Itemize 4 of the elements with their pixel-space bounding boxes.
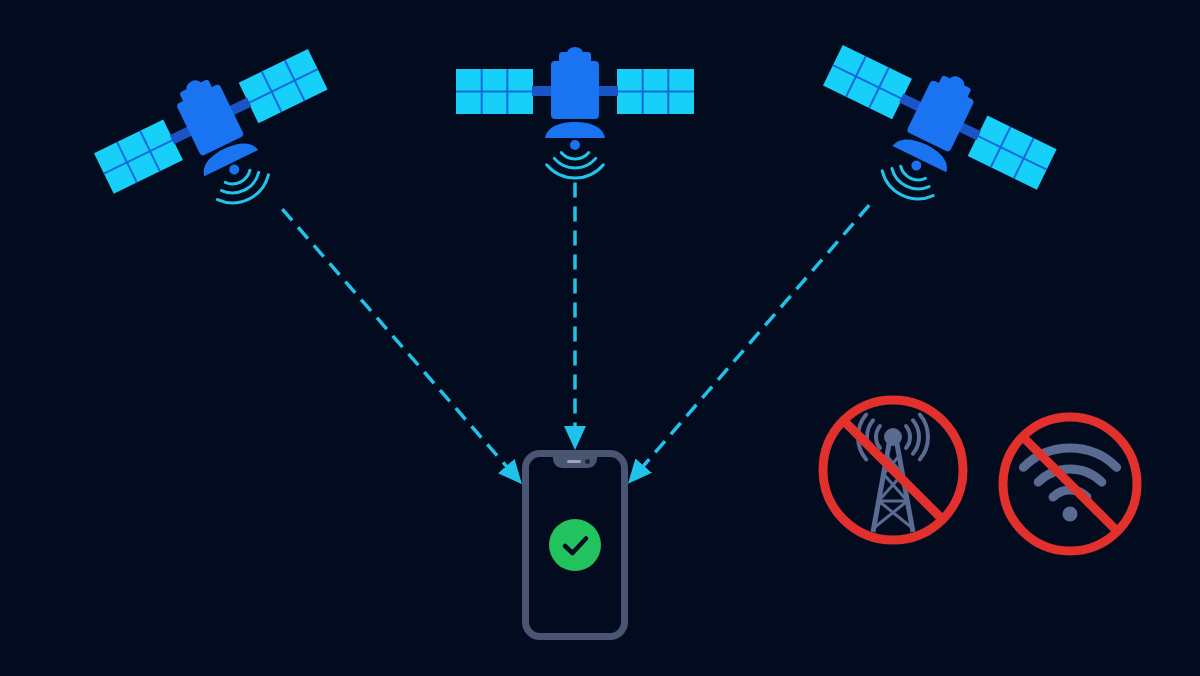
dashed-arrow: [626, 204, 871, 485]
smartphone: [522, 450, 628, 640]
dashed-arrow: [564, 182, 586, 450]
dashed-arrow: [280, 208, 524, 486]
